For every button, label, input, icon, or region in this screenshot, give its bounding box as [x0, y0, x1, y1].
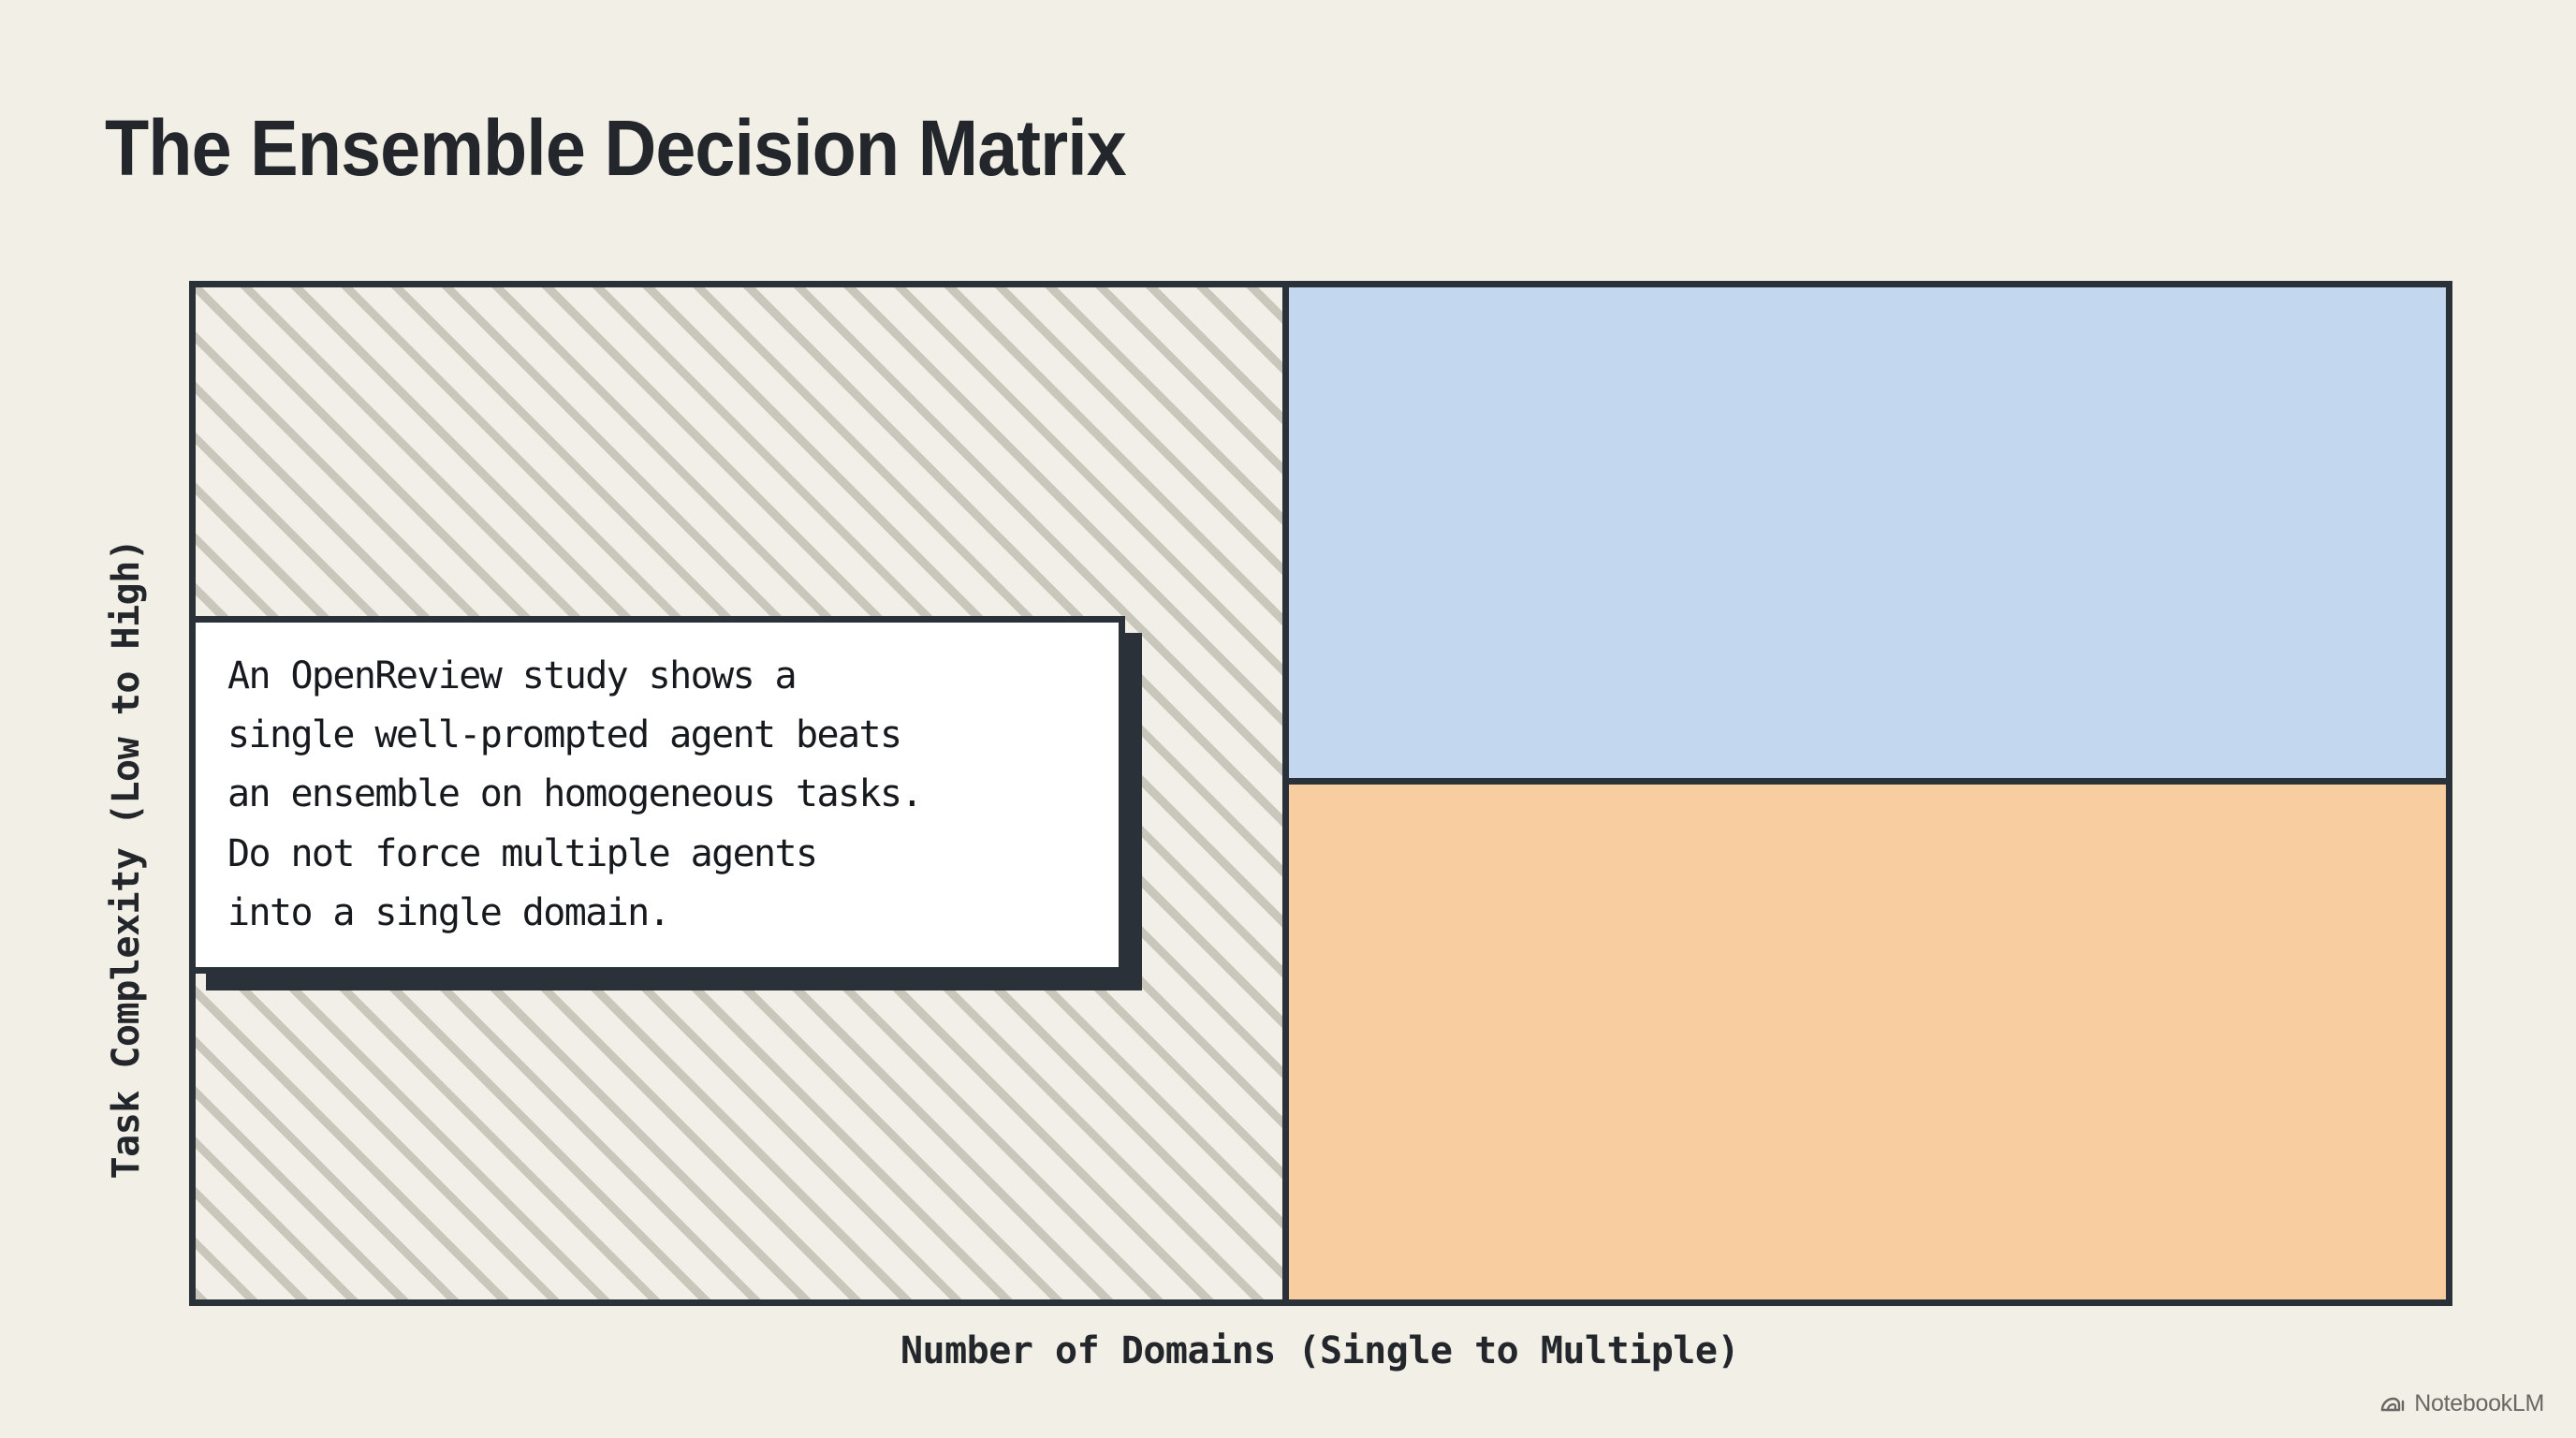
page-title: The Ensemble Decision Matrix: [105, 104, 1127, 192]
x-axis-label: Number of Domains (Single to Multiple): [900, 1329, 1740, 1372]
notebooklm-watermark-label: NotebookLM: [2414, 1390, 2544, 1416]
note-callout: An OpenReview study shows a single well-…: [189, 616, 1125, 974]
y-axis-label: Task Complexity (Low to High): [105, 538, 148, 1180]
quadrant-warning[interactable]: WARNING Use Single Agent E.g., Complex c…: [1289, 785, 2446, 1299]
decision-matrix: TARGET Use Specialist Ensemble E.g., Des…: [189, 281, 2452, 1306]
quadrant-single-domain-hatched: [196, 287, 1289, 1299]
notebooklm-watermark: NotebookLM: [2380, 1390, 2544, 1417]
note-callout-text: An OpenReview study shows a single well-…: [227, 654, 924, 934]
notebooklm-spiral-icon: [2380, 1391, 2406, 1416]
quadrant-target[interactable]: TARGET Use Specialist Ensemble E.g., Des…: [1289, 287, 2446, 785]
